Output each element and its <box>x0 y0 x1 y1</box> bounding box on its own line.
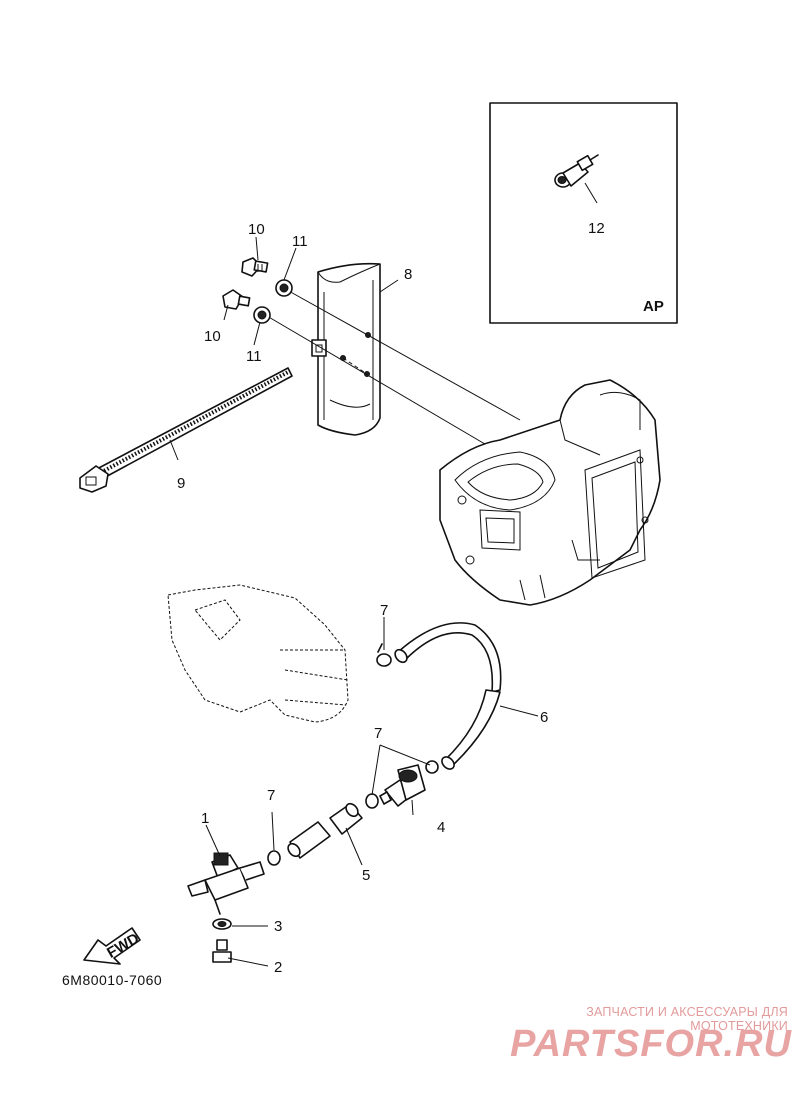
inset-label-ap: AP <box>643 298 664 315</box>
part-6-hose[interactable] <box>393 622 502 772</box>
part-7-clip-middle[interactable] <box>365 760 439 809</box>
part-5-hose-pieces[interactable] <box>286 801 363 859</box>
part-8-cover[interactable] <box>311 262 381 436</box>
callout-12: 12 <box>588 220 605 237</box>
part-10-bolt-lower[interactable] <box>222 289 251 310</box>
assembly-leader-lines <box>266 289 521 448</box>
watermark-logo: PARTSFOR.RU <box>510 1023 792 1065</box>
callout-10-lower: 10 <box>204 328 221 345</box>
inset-box-ap <box>489 102 678 324</box>
callout-2: 2 <box>274 959 282 976</box>
callout-labels: 10 11 8 10 11 9 12 AP 7 6 7 4 5 7 1 3 2 … <box>62 220 664 988</box>
watermark-tagline: ЗАПЧАСТИ И АКСЕССУАРЫ ДЛЯ МОТОТЕХНИКИ <box>586 1005 788 1033</box>
carburetor-phantom <box>167 584 349 723</box>
fwd-arrow-icon: FWD <box>83 927 142 965</box>
callout-10-upper: 10 <box>248 221 265 238</box>
part-12-fitting[interactable] <box>554 154 599 188</box>
part-1-fuel-cock[interactable] <box>187 852 265 915</box>
part-code: 6M80010-7060 <box>62 972 162 988</box>
callout-1: 1 <box>201 810 209 827</box>
callout-9: 9 <box>177 475 185 492</box>
callout-3: 3 <box>274 918 282 935</box>
part-3-washer[interactable] <box>212 918 232 930</box>
part-10-bolt-upper[interactable] <box>241 257 269 277</box>
callout-11-upper: 11 <box>292 233 308 250</box>
part-9-cable-tie[interactable] <box>79 367 293 493</box>
part-11-washer-lower[interactable] <box>253 306 271 324</box>
callout-4: 4 <box>437 819 445 836</box>
part-4-fitting[interactable] <box>379 764 426 807</box>
part-11-washer-upper[interactable] <box>275 279 293 297</box>
callout-7-lower: 7 <box>267 787 275 804</box>
part-7-clip-upper[interactable] <box>376 643 392 667</box>
callout-7-middle: 7 <box>374 725 382 742</box>
engine-block <box>439 379 661 606</box>
callout-7-top: 7 <box>380 602 388 619</box>
callout-5: 5 <box>362 867 370 884</box>
callout-leaders <box>169 182 598 967</box>
part-2-screw[interactable] <box>212 939 232 963</box>
callout-8: 8 <box>404 266 412 283</box>
callout-6: 6 <box>540 709 548 726</box>
callout-11-lower: 11 <box>246 348 262 365</box>
part-7-clip-lower[interactable] <box>267 850 281 866</box>
